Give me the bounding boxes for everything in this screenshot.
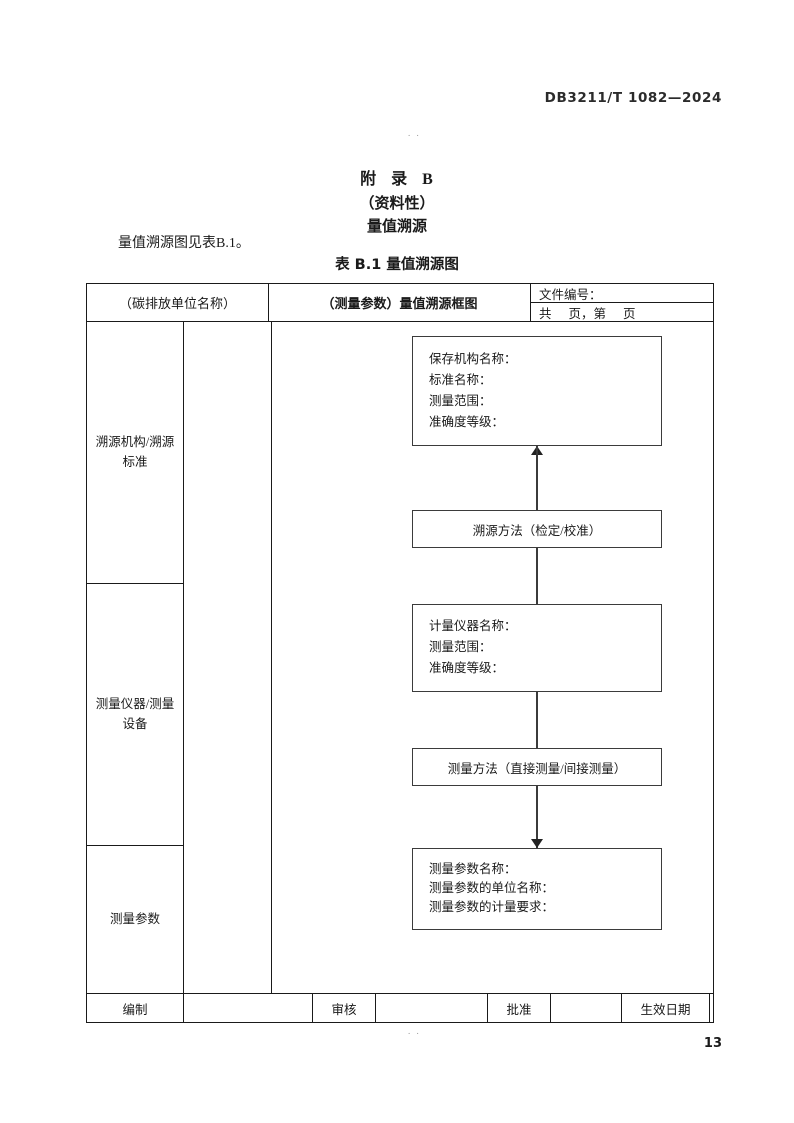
annex-nature: （资料性）: [359, 196, 435, 212]
parameter-field-name: 测量参数名称：: [429, 862, 517, 877]
connector-measure-method-to-parameter: [536, 786, 538, 848]
table-body: 溯源机构/溯源标准 测量仪器/测量设备 测量参数 保存机构名称： 标准名称： 测…: [87, 322, 713, 993]
arrow-down-icon-to-parameter: [531, 839, 543, 848]
page-number: 13: [703, 1036, 722, 1051]
table-footer-row: 编制 审核 批准 生效日期: [87, 993, 713, 1022]
footer-label-effective-date: 生效日期: [622, 994, 710, 1022]
footer-value-approved[interactable]: [551, 994, 622, 1022]
header-cell-diagram-title: （测量参数）量值溯源框图: [269, 284, 531, 321]
instrument-field-name: 计量仪器名称：: [429, 619, 517, 634]
page-speck-bottom: . .: [408, 1026, 421, 1036]
connector-method-to-standard: [536, 446, 538, 510]
header-file-number: 文件编号：: [531, 284, 713, 303]
header-cell-meta: 文件编号： 共 页，第 页: [531, 284, 713, 321]
stage-label-column: 溯源机构/溯源标准 测量仪器/测量设备 测量参数: [87, 322, 184, 993]
flow-box-measure-method: 测量方法（直接测量/间接测量）: [412, 748, 662, 786]
document-standard-code: DB3211/T 1082—2024: [544, 90, 722, 106]
parameter-field-requirement: 测量参数的计量要求：: [429, 899, 555, 914]
flow-box-instrument: 计量仪器名称： 测量范围： 准确度等级：: [412, 604, 662, 692]
connector-instrument-to-measure-method: [536, 692, 538, 748]
annex-intro-paragraph: 量值溯源图见表B.1。: [118, 236, 250, 251]
table-header-row: （碳排放单位名称） （测量参数）量值溯源框图 文件编号： 共 页，第 页: [87, 284, 713, 322]
stage-label-measurement-parameter: 测量参数: [109, 911, 160, 926]
footer-label-prepared: 编制: [87, 994, 184, 1022]
page-speck-top: . .: [408, 128, 421, 138]
stage-label-traceability-institution: 溯源机构/溯源标准: [87, 322, 183, 584]
page-count-suffix: 页: [623, 307, 636, 321]
instrument-field-range: 测量范围：: [429, 640, 492, 655]
annex-title-prefix: 附: [360, 171, 378, 188]
connector-instrument-to-method: [536, 548, 538, 604]
table-caption: 表 B.1 量值溯源图: [335, 257, 459, 273]
page-count-unit: 页，第: [568, 307, 607, 321]
footer-label-reviewed: 审核: [313, 994, 376, 1022]
stage-label-measuring-instrument: 测量仪器/测量设备: [87, 584, 183, 846]
standard-field-name: 标准名称：: [429, 372, 492, 387]
page-count-prefix: 共: [539, 307, 552, 321]
header-page-count: 共 页，第 页: [531, 303, 713, 322]
flow-box-parameter: 测量参数名称： 测量参数的单位名称： 测量参数的计量要求：: [412, 848, 662, 930]
footer-value-effective-date[interactable]: [710, 994, 794, 1022]
footer-value-prepared[interactable]: [184, 994, 313, 1022]
annex-name: 量值溯源: [366, 219, 427, 235]
annex-title-letter: B: [422, 171, 434, 188]
standard-field-range: 测量范围：: [429, 393, 492, 408]
stage-spacer-column: [184, 322, 272, 993]
standard-field-accuracy: 准确度等级：: [429, 414, 505, 429]
standard-field-institution: 保存机构名称：: [429, 351, 517, 366]
traceability-form-table: （碳排放单位名称） （测量参数）量值溯源框图 文件编号： 共 页，第 页 溯源机构/…: [86, 283, 714, 1023]
traceability-flow-diagram: 保存机构名称： 标准名称： 测量范围： 准确度等级： 溯源方法（检定/校准） 计…: [272, 322, 713, 993]
footer-value-reviewed[interactable]: [376, 994, 488, 1022]
instrument-field-accuracy: 准确度等级：: [429, 660, 505, 675]
footer-label-approved: 批准: [488, 994, 551, 1022]
header-cell-unit-name: （碳排放单位名称）: [87, 284, 269, 321]
flow-box-standard: 保存机构名称： 标准名称： 测量范围： 准确度等级：: [412, 336, 662, 446]
flow-box-trace-method: 溯源方法（检定/校准）: [412, 510, 662, 548]
parameter-field-unit: 测量参数的单位名称：: [429, 881, 555, 896]
annex-title-middle: 录: [391, 171, 409, 188]
